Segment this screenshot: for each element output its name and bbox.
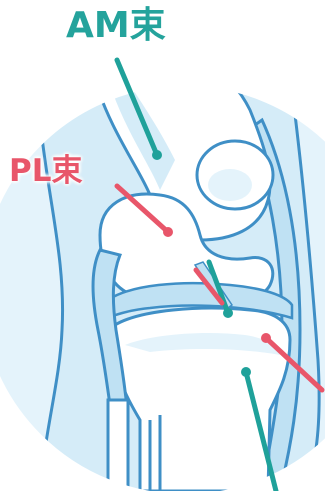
pl-bundle-dot-upper	[163, 227, 173, 237]
am-bundle-dot-lower	[223, 308, 233, 318]
am-bundle-dot-upper	[152, 150, 162, 160]
am-bundle-label: AM束	[66, 8, 166, 44]
patella-shade	[208, 169, 252, 201]
pl-bundle-label: PL束	[9, 156, 82, 187]
pl-bundle-dot-tibia	[261, 333, 271, 343]
fibula-lower	[108, 400, 128, 491]
am-bundle-dot-tibia	[241, 367, 251, 377]
